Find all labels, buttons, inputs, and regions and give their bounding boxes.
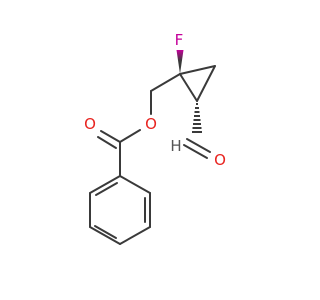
cyclopropane-bond-top <box>179 65 216 75</box>
fluorine-wedge-bond <box>176 50 184 74</box>
carbonyl-to-ester-oxygen-bond <box>119 129 141 143</box>
aldehyde-oxygen-label: O <box>214 151 226 169</box>
bonds <box>89 65 216 245</box>
cyclopropane-bond-left <box>179 73 198 102</box>
aldehyde-double-bond-b <box>186 138 211 153</box>
ring-bond-3 <box>119 226 151 245</box>
ring-bond-1 <box>119 175 151 194</box>
ring-inner-bond-3 <box>95 182 118 196</box>
carbonyl-double-bond-b <box>97 136 117 149</box>
carbonyl-oxygen-label: O <box>84 115 96 133</box>
aldehyde-hydrogen-label: H <box>170 137 181 155</box>
ring-inner-bond-2 <box>94 225 117 239</box>
aldehyde-double-bond-a <box>183 144 208 159</box>
carbonyl-double-bond-a <box>100 130 121 143</box>
ch2-to-cfc-bond <box>150 73 181 92</box>
ring-bond-6 <box>89 175 121 194</box>
ring-bond-4 <box>89 226 121 245</box>
ester-oxygen-label: O <box>145 115 157 133</box>
molecule-structure: F O O H O <box>84 31 226 245</box>
aldehyde-hashed-wedge-bond <box>192 103 202 133</box>
cyclopropane-bond-right <box>196 65 216 102</box>
fluorine-label: F <box>175 31 184 49</box>
